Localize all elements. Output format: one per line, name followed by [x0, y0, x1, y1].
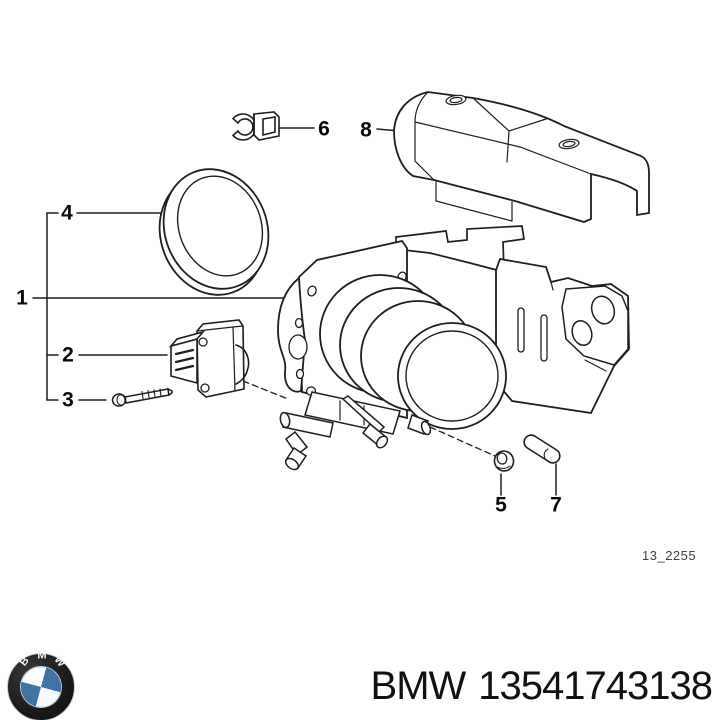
alignment-dashes: [242, 380, 496, 457]
callout-1: 1: [16, 286, 28, 310]
logo-quadrants: [21, 667, 61, 707]
drawing-code: 13_2255: [642, 548, 697, 563]
callout-3: 3: [62, 388, 74, 412]
logo-letter-m: M: [37, 649, 47, 662]
callout-4: 4: [61, 201, 73, 225]
part-number-line: BMW 13541743138: [370, 664, 713, 708]
leader-lines: [32, 127, 557, 496]
callout-5: 5: [495, 493, 507, 517]
part-5-bushing: [493, 450, 515, 472]
part-4-sealing-ring: [158, 168, 270, 296]
exploded-parts-drawing: [32, 91, 650, 496]
part-2-sensor: [168, 319, 250, 398]
part-3-screw: [111, 387, 173, 407]
callout-8: 8: [360, 118, 372, 142]
logo-letter-w: W: [51, 653, 68, 670]
callout-6: 6: [318, 117, 330, 141]
part-number: 13541743138: [478, 664, 713, 708]
part-8-cover: [393, 91, 650, 223]
part-7-pin: [523, 434, 561, 464]
callout-2: 2: [62, 343, 74, 367]
callout-7: 7: [550, 493, 562, 517]
bmw-roundel-logo: B M W: [7, 649, 75, 720]
brand-name: BMW: [370, 664, 467, 708]
part-1-throttle-body: [277, 225, 630, 471]
logo-letter-b: B: [17, 654, 32, 669]
part-6-clip: [231, 111, 280, 141]
